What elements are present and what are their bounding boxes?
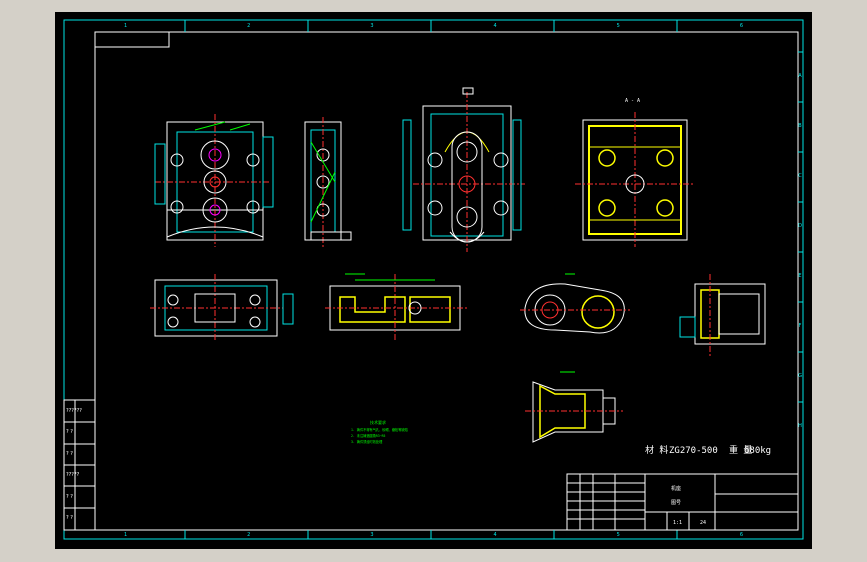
zone-col-bottom-label: 1 [124,532,127,538]
signature-strip-label: ????? [66,472,80,478]
signature-strip-label: ? ? [66,515,73,521]
zone-col-bottom-label: 2 [247,532,250,538]
front-view[interactable] [154,114,274,247]
zone-col-top-label: 2 [247,23,250,29]
cad-drawing-viewport[interactable]: A - A [55,12,812,549]
zone-row-label: F [799,323,802,329]
material-label: 材 料 [645,444,668,456]
side-view[interactable] [304,117,352,247]
title-drawing-no: 图号 [671,500,681,506]
middle-section-view[interactable] [325,273,467,342]
tech-note-2: 2. 未注铸造圆角R3~R5 [351,433,386,438]
title-block[interactable] [566,473,799,531]
zone-col-top-label: 4 [493,23,496,29]
title-scale: 1:1 [673,520,682,526]
zone-row-label: C [798,173,802,179]
tech-note-3: 3. 铸件须经时效处理 [351,439,383,444]
zone-col-top-label: 3 [370,23,373,29]
outer-border [63,19,804,540]
tech-notes-heading: 技术要求 [370,419,386,425]
zone-row-label: E [798,273,801,279]
tech-note-1: 1. 铸件不得有气孔、砂眼、缩松等缺陷 [351,427,408,432]
signature-strip-label: ? ? [66,429,73,435]
title-part-name: 机座 [671,485,681,492]
signature-strip-label: ? ? [66,494,73,500]
material-value: ZG270-500 [669,446,718,456]
funnel-detail-view[interactable] [525,371,623,443]
zone-ticks [184,20,803,539]
title-sheet: 24 [700,520,706,526]
weight-label: 重 量 [729,444,752,456]
arm-detail-view[interactable] [520,273,630,334]
right-hatched-detail[interactable] [679,274,766,357]
plan-view-left[interactable] [150,274,294,342]
drawing-sheet: A - A [63,19,804,540]
inner-border [94,31,799,531]
zone-row-label: G [798,373,802,379]
gearbox-housing-view[interactable] [402,87,525,252]
material-note: 材 料 ZG270-500 重 量 680kg [645,444,771,456]
signature-strip-label: ? ? [66,451,73,457]
technical-notes: 技术要求 1. 铸件不得有气孔、砂眼、缩松等缺陷 2. 未注铸造圆角R3~R5 … [351,419,408,444]
zone-col-top-label: 1 [124,23,127,29]
section-a-a-view[interactable]: A - A [575,98,695,247]
zone-row-label: B [798,123,802,129]
section-aa-label: A - A [625,98,640,104]
zone-col-bottom-label: 5 [617,532,620,538]
zone-col-top-label: 6 [740,23,743,29]
signature-strip-label: ?????? [66,408,82,414]
zone-col-bottom-label: 3 [370,532,373,538]
zone-row-label: D [798,223,802,229]
zone-row-label: A [798,73,802,79]
zone-col-bottom-label: 4 [493,532,496,538]
weight-value: 680kg [744,446,771,456]
left-signature-strip [63,399,96,531]
zone-col-bottom-label: 6 [740,532,743,538]
code-box [94,31,170,48]
zone-row-label: H [798,423,802,429]
signature-strip-labels: ?????? ? ? ? ?????? ? ? ? ? [66,408,82,521]
zone-col-top-label: 5 [617,23,620,29]
